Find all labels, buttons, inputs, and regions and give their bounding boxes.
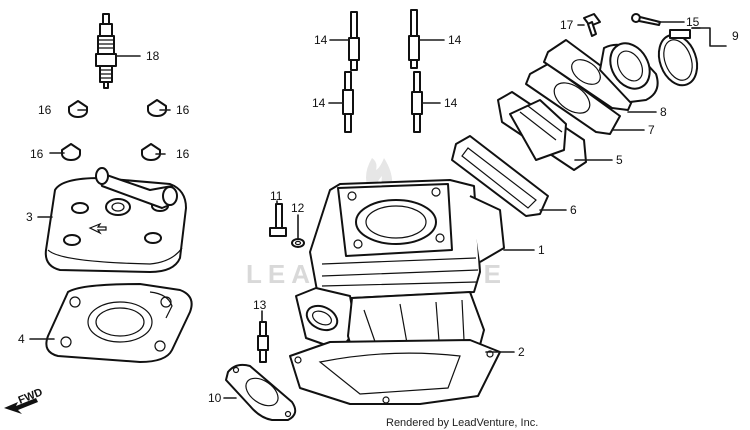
fwd-arrow: FWD bbox=[4, 386, 44, 414]
intake-manifold bbox=[543, 39, 659, 111]
callout-12: 12 bbox=[291, 201, 305, 215]
callout-9: 9 bbox=[732, 29, 739, 43]
callout-10: 10 bbox=[208, 391, 222, 405]
callout-14: 14 bbox=[444, 96, 458, 110]
callout-15: 15 bbox=[686, 15, 700, 29]
studs bbox=[342, 9, 423, 133]
exhaust-gasket bbox=[225, 363, 297, 421]
cylinder-head bbox=[44, 167, 187, 273]
callout-14: 14 bbox=[312, 96, 326, 110]
head-gasket bbox=[45, 283, 193, 363]
credit-text: Rendered by LeadVenture, Inc. bbox=[386, 417, 538, 429]
callout-7: 7 bbox=[648, 123, 655, 137]
cap-nuts bbox=[61, 99, 167, 161]
callout-18: 18 bbox=[146, 49, 160, 63]
callout-8: 8 bbox=[660, 105, 667, 119]
callout-14: 14 bbox=[314, 33, 328, 47]
callouts: 18 16 16 16 16 3 4 14 14 14 14 11 12 13 … bbox=[18, 15, 739, 405]
hose-clamp bbox=[657, 29, 699, 87]
spark-plug bbox=[95, 13, 117, 89]
cylinder bbox=[295, 179, 505, 373]
manifold-bolt bbox=[583, 13, 601, 37]
bolt-and-washer bbox=[269, 203, 305, 248]
clamp-screw bbox=[631, 13, 661, 26]
callout-5: 5 bbox=[616, 153, 623, 167]
callout-13: 13 bbox=[253, 298, 267, 312]
reed-gasket bbox=[451, 135, 549, 217]
callout-1: 1 bbox=[538, 243, 545, 257]
reed-valve bbox=[497, 91, 587, 171]
callout-6: 6 bbox=[570, 203, 577, 217]
callout-16: 16 bbox=[176, 147, 190, 161]
callout-4: 4 bbox=[18, 332, 25, 346]
callout-16: 16 bbox=[30, 147, 44, 161]
callout-17: 17 bbox=[560, 18, 574, 32]
base-gasket bbox=[289, 339, 501, 405]
callout-3: 3 bbox=[26, 210, 33, 224]
callout-2: 2 bbox=[518, 345, 525, 359]
callout-16: 16 bbox=[176, 103, 190, 117]
callout-11: 11 bbox=[270, 189, 283, 203]
callout-16: 16 bbox=[38, 103, 52, 117]
exhaust-stud bbox=[257, 321, 269, 363]
leader-lines bbox=[29, 21, 727, 399]
callout-14: 14 bbox=[448, 33, 462, 47]
